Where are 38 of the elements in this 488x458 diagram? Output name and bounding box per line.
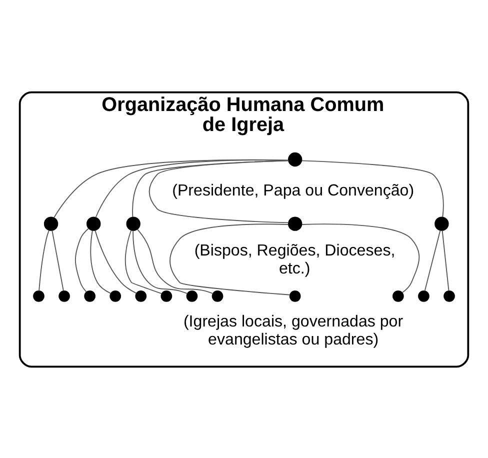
node-circle	[288, 152, 302, 166]
node-circle	[44, 216, 58, 230]
connector	[424, 229, 441, 291]
connector	[124, 229, 162, 294]
node-circle	[212, 290, 224, 302]
node-circle	[288, 216, 302, 230]
node-circle	[110, 290, 122, 302]
connector	[132, 160, 289, 218]
node-circle	[444, 290, 455, 302]
node-circle	[135, 290, 147, 302]
connector	[94, 229, 137, 294]
connector	[136, 228, 214, 294]
connector	[148, 160, 290, 223]
connector	[52, 230, 64, 291]
label: (Bispos, Regiões, Dioceses, etc.)	[194, 241, 396, 278]
node-circle	[33, 290, 44, 302]
label: (Igrejas locais, governadas por evangelistas ou padres)	[183, 312, 404, 348]
connector	[53, 158, 289, 218]
connector	[38, 229, 50, 291]
connector	[170, 223, 290, 295]
connector	[301, 223, 420, 293]
connector	[132, 230, 188, 294]
node-circle	[186, 290, 198, 302]
node-circle	[84, 290, 96, 302]
connector	[95, 159, 289, 218]
node-circle	[418, 290, 430, 302]
node-circle	[434, 216, 449, 230]
label: (Presidente, Papa ou Convenção)	[172, 181, 414, 200]
node-circle	[126, 216, 140, 230]
node-circle	[58, 290, 70, 302]
node-circle	[160, 290, 172, 302]
connector	[301, 160, 444, 218]
node-circle	[289, 290, 301, 302]
node-circle	[392, 290, 404, 302]
connector	[74, 227, 90, 292]
connector	[442, 230, 450, 291]
connector	[90, 230, 112, 294]
node-circle	[86, 216, 101, 230]
